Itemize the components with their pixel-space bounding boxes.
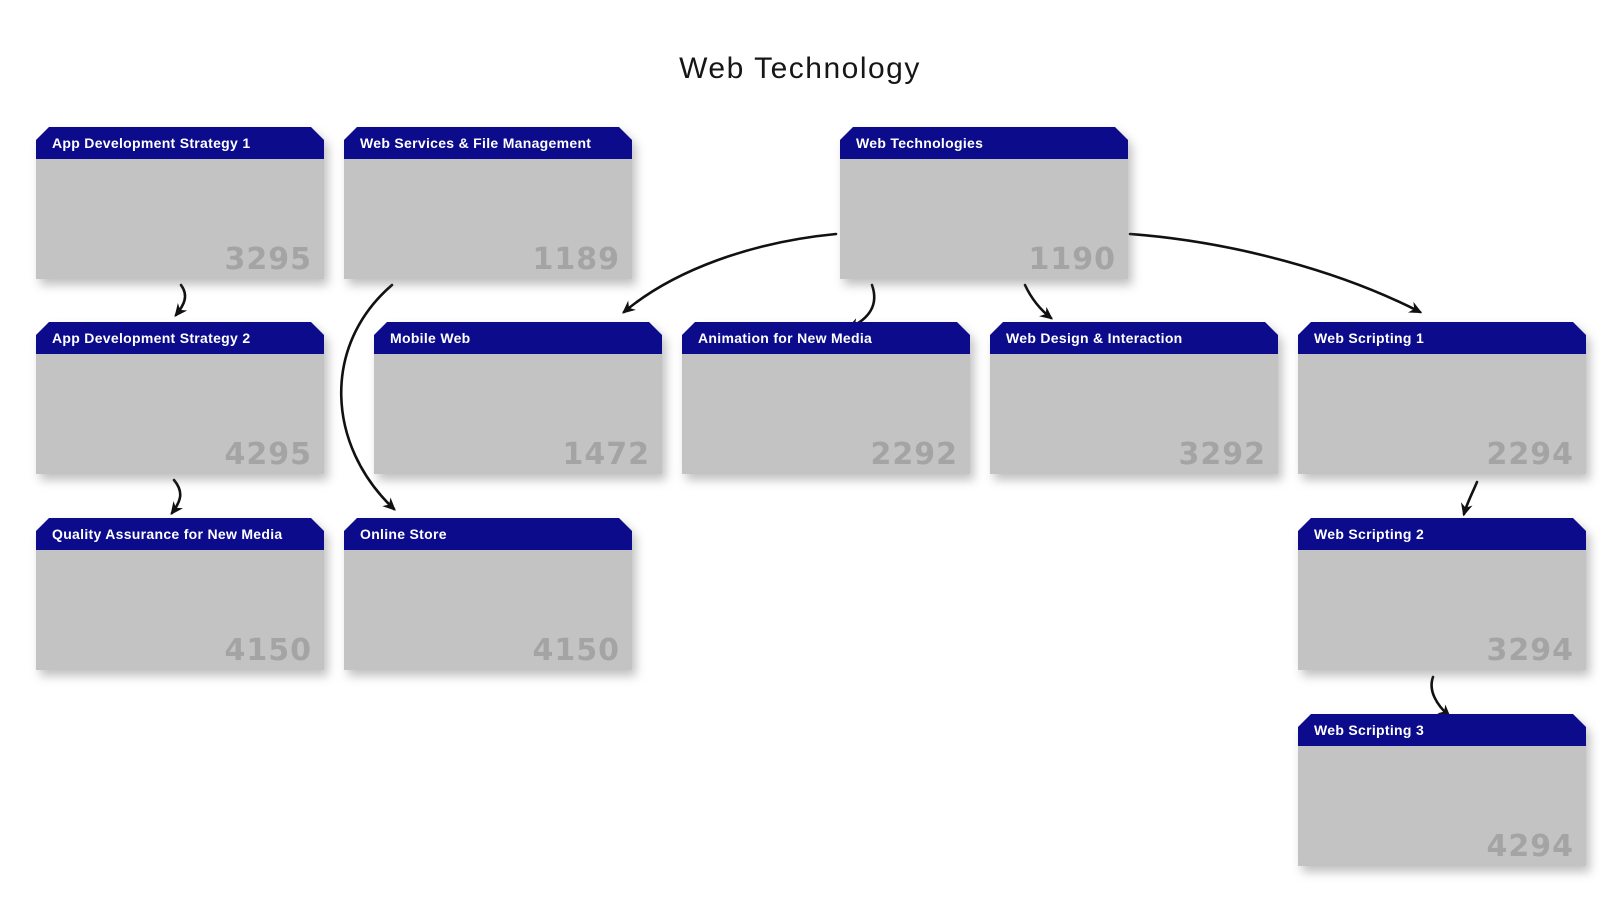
course-card-header: Web Scripting 3	[1298, 714, 1586, 746]
arrow-web-technologies-to-web-design-interaction	[1023, 283, 1053, 320]
course-card-body: 4150	[344, 550, 632, 670]
course-code: 1472	[562, 437, 650, 472]
course-title: Web Scripting 2	[1314, 526, 1425, 542]
course-card-header: Online Store	[344, 518, 632, 550]
course-card-web-technologies[interactable]: Web Technologies 1190	[840, 127, 1128, 279]
course-title: Quality Assurance for New Media	[52, 526, 283, 542]
page-title: Web Technology	[679, 52, 921, 85]
arrow-app-development-strategy-1-to-app-development-strategy-2	[174, 283, 188, 317]
course-card-surface: Web Design & Interaction 3292	[990, 322, 1278, 474]
course-card-header: App Development Strategy 1	[36, 127, 324, 159]
course-card-body: 3292	[990, 354, 1278, 474]
course-title: Web Technologies	[856, 135, 984, 151]
course-card-mobile-web[interactable]: Mobile Web 1472	[374, 322, 662, 474]
course-title: Animation for New Media	[698, 330, 873, 346]
course-code: 2294	[1486, 437, 1574, 472]
course-card-header: Web Scripting 1	[1298, 322, 1586, 354]
course-card-web-services-file-management[interactable]: Web Services & File Management 1189	[344, 127, 632, 279]
course-title: Web Services & File Management	[360, 135, 592, 151]
course-code: 2292	[870, 437, 958, 472]
course-card-surface: Web Services & File Management 1189	[344, 127, 632, 279]
course-card-header: App Development Strategy 2	[36, 322, 324, 354]
course-code: 3295	[224, 242, 312, 277]
course-card-surface: Web Technologies 1190	[840, 127, 1128, 279]
course-card-body: 2294	[1298, 354, 1586, 474]
course-code: 1190	[1028, 242, 1116, 277]
course-card-quality-assurance-for-new-media[interactable]: Quality Assurance for New Media 4150	[36, 518, 324, 670]
arrow-web-technologies-to-mobile-web	[622, 232, 838, 314]
course-card-web-scripting-1[interactable]: Web Scripting 1 2294	[1298, 322, 1586, 474]
course-card-surface: Quality Assurance for New Media 4150	[36, 518, 324, 670]
course-card-body: 1472	[374, 354, 662, 474]
course-card-body: 4150	[36, 550, 324, 670]
course-card-header: Web Scripting 2	[1298, 518, 1586, 550]
course-code: 3292	[1178, 437, 1266, 472]
arrow-app-development-strategy-2-to-quality-assurance-for-new-media	[170, 478, 184, 516]
course-card-body: 4295	[36, 354, 324, 474]
course-card-body: 1190	[840, 159, 1128, 279]
course-card-header: Quality Assurance for New Media	[36, 518, 324, 550]
course-code: 1189	[532, 242, 620, 277]
course-card-header: Web Technologies	[840, 127, 1128, 159]
course-card-surface: Mobile Web 1472	[374, 322, 662, 474]
course-card-surface: Web Scripting 3 4294	[1298, 714, 1586, 866]
course-card-animation-for-new-media[interactable]: Animation for New Media 2292	[682, 322, 970, 474]
course-code: 4295	[224, 437, 312, 472]
course-code: 4294	[1486, 829, 1574, 864]
course-card-web-scripting-3[interactable]: Web Scripting 3 4294	[1298, 714, 1586, 866]
course-card-surface: App Development Strategy 1 3295	[36, 127, 324, 279]
course-card-body: 1189	[344, 159, 632, 279]
course-card-app-development-strategy-1[interactable]: App Development Strategy 1 3295	[36, 127, 324, 279]
course-title: App Development Strategy 1	[52, 135, 251, 151]
course-title: Online Store	[360, 526, 447, 542]
course-title: App Development Strategy 2	[52, 330, 251, 346]
course-card-online-store[interactable]: Online Store 4150	[344, 518, 632, 670]
course-card-surface: App Development Strategy 2 4295	[36, 322, 324, 474]
course-card-surface: Web Scripting 2 3294	[1298, 518, 1586, 670]
arrow-web-scripting-1-to-web-scripting-2	[1460, 480, 1479, 517]
course-card-body: 2292	[682, 354, 970, 474]
course-title: Web Scripting 1	[1314, 330, 1425, 346]
course-title: Web Scripting 3	[1314, 722, 1425, 738]
course-card-body: 3295	[36, 159, 324, 279]
course-card-surface: Online Store 4150	[344, 518, 632, 670]
arrow-web-scripting-2-to-web-scripting-3	[1430, 675, 1451, 718]
course-card-header: Mobile Web	[374, 322, 662, 354]
course-code: 4150	[224, 633, 312, 668]
course-title: Web Design & Interaction	[1006, 330, 1183, 346]
course-title: Mobile Web	[390, 330, 471, 346]
course-card-app-development-strategy-2[interactable]: App Development Strategy 2 4295	[36, 322, 324, 474]
course-card-surface: Web Scripting 1 2294	[1298, 322, 1586, 474]
course-code: 3294	[1486, 633, 1574, 668]
arrow-web-technologies-to-web-scripting-1	[1128, 232, 1423, 314]
course-card-header: Web Design & Interaction	[990, 322, 1278, 354]
course-card-body: 4294	[1298, 746, 1586, 866]
course-card-web-design-interaction[interactable]: Web Design & Interaction 3292	[990, 322, 1278, 474]
course-card-surface: Animation for New Media 2292	[682, 322, 970, 474]
course-card-body: 3294	[1298, 550, 1586, 670]
course-code: 4150	[532, 633, 620, 668]
course-card-header: Animation for New Media	[682, 322, 970, 354]
course-card-web-scripting-2[interactable]: Web Scripting 2 3294	[1298, 518, 1586, 670]
course-card-header: Web Services & File Management	[344, 127, 632, 159]
